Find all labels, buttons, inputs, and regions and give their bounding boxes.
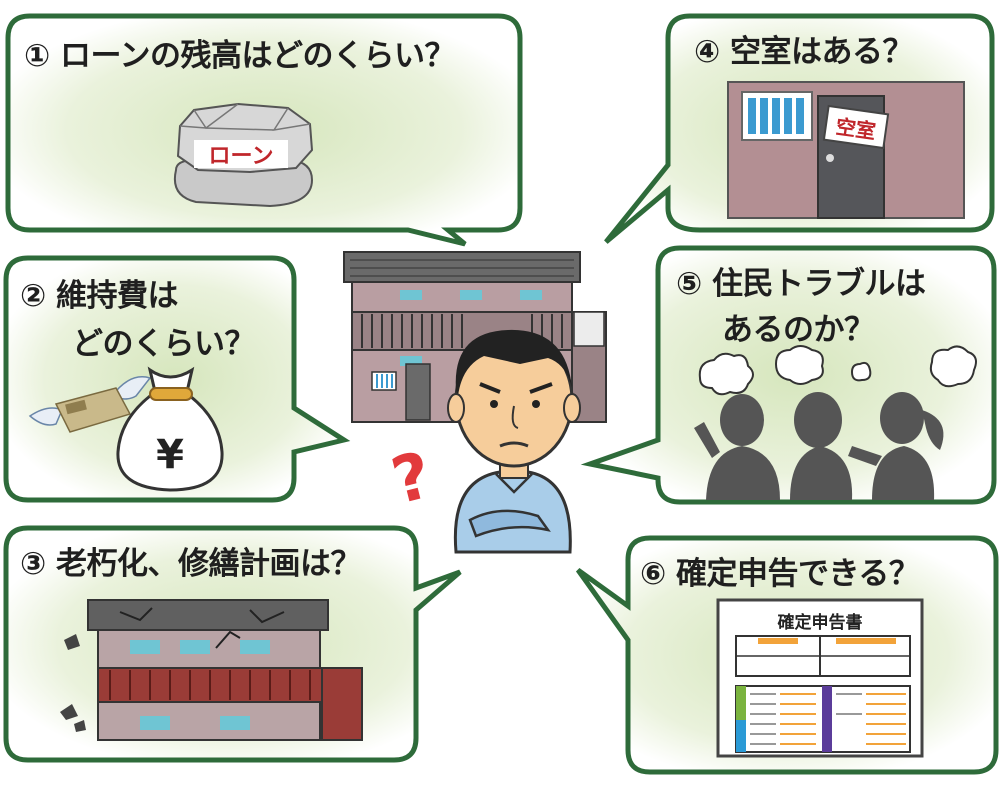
tax-form-icon: 確定申告書: [716, 598, 924, 758]
apartment-building-icon: [343, 251, 607, 423]
question-residents-line2: あるのか？: [722, 312, 875, 348]
question-aging: ③ 老朽化、修繕計画は？: [20, 546, 362, 582]
question-maintenance-line2: どのくらい？: [72, 326, 256, 362]
question-maintenance-line1: ② 維持費は: [20, 278, 179, 314]
worried-man-icon: [447, 329, 581, 554]
question-residents-line1: ⑤ 住民トラブルは: [676, 266, 926, 302]
question-vacancy: ④ 空室はある？: [694, 34, 914, 70]
vacant-room-icon: 空室: [727, 81, 965, 219]
loan-stone-icon: ローン: [174, 102, 314, 208]
yen-symbol: ¥: [156, 432, 184, 478]
question-loan: ① ローンの残高はどのくらい？: [24, 38, 456, 74]
loan-stone-label: ローン: [209, 144, 274, 169]
vacancy-sign-label: 空室: [834, 114, 877, 143]
residents-silhouette-icon: [694, 345, 977, 500]
old-apartment-icon: [60, 599, 363, 741]
question-mark-icon: ?: [385, 439, 439, 520]
question-tax: ⑥ 確定申告できる？: [640, 556, 920, 592]
money-bag-icon: ¥: [28, 366, 224, 492]
tax-form-title: 確定申告書: [778, 612, 863, 633]
